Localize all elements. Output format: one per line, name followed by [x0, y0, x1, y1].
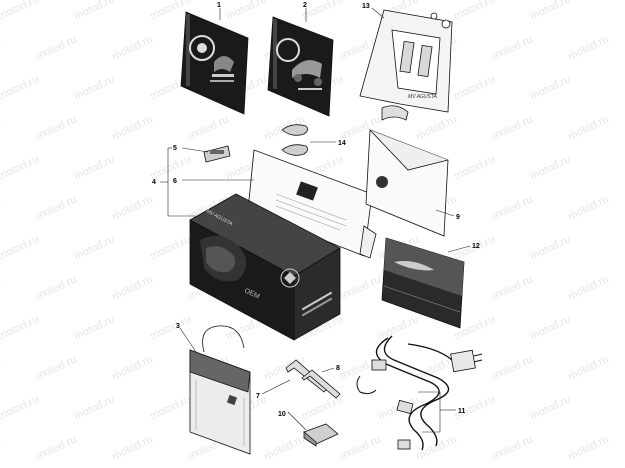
watermark-text: motod.ru	[34, 433, 78, 462]
watermark-text: motod.ru	[0, 73, 41, 102]
watermark-text: motod.ru	[0, 0, 41, 23]
watermark-text: motod.ru	[262, 433, 306, 462]
callout-12: 12	[472, 243, 480, 250]
callout-numbers: 1 2 3 4 5 6 7 8 9 10 11 12 13 14	[152, 2, 480, 418]
callout-8: 8	[336, 365, 340, 372]
callout-13: 13	[362, 3, 370, 10]
watermark-text: motod.ru	[300, 393, 344, 422]
watermark-text: motod.ru	[528, 313, 572, 342]
watermark-text: motod.ru	[528, 393, 572, 422]
watermark-text: motod.ru	[566, 433, 610, 462]
watermark-text: motod.ru	[186, 113, 230, 142]
watermark-text: motod.ru	[0, 193, 3, 222]
small-part-10	[303, 423, 339, 447]
charger-cable-11	[356, 335, 483, 451]
watermark-text: motod.ru	[110, 273, 154, 302]
watermark-text: motod.ru	[110, 33, 154, 62]
callout-7: 7	[256, 393, 260, 400]
watermark-text: motod.ru	[528, 233, 572, 262]
watermark-text: motod.ru	[338, 433, 382, 462]
watermark-text: motod.ru	[148, 233, 192, 262]
watermark-text: motod.ru	[452, 73, 496, 102]
info-card-12	[381, 237, 465, 329]
watermark-text: motod.ru	[528, 153, 572, 182]
callout-6: 6	[173, 178, 177, 185]
watermark-text: motod.ru	[490, 433, 534, 462]
owners-manual-1	[180, 11, 249, 115]
badge-5	[203, 145, 231, 163]
callout-9: 9	[456, 214, 460, 221]
watermark-text: motod.ru	[528, 73, 572, 102]
watermark-text: motod.ru	[490, 353, 534, 382]
watermark-text: motod.ru	[566, 193, 610, 222]
tool-pouch-3	[189, 325, 251, 455]
watermark-text: motod.ru	[0, 433, 3, 462]
watermark-text: motod.ru	[0, 33, 3, 62]
watermark-text: motod.ru	[0, 153, 41, 182]
watermark-text: motod.ru	[34, 273, 78, 302]
watermark-text: motod.ru	[0, 353, 3, 382]
document-envelope-9	[365, 129, 449, 237]
watermark-text: motod.ru	[34, 33, 78, 62]
callout-3: 3	[176, 323, 180, 330]
hex-keys-7-8	[285, 359, 341, 399]
watermark-text: motod.ru	[338, 273, 382, 302]
watermark-text: motod.ru	[110, 113, 154, 142]
callout-2: 2	[303, 2, 307, 9]
watermark-text: motod.ru	[566, 353, 610, 382]
watermark-text: motod.ru	[224, 0, 268, 23]
watermark-text: motod.ru	[34, 193, 78, 222]
watermark-text: motod.ru	[566, 33, 610, 62]
watermark-text: motod.ru	[452, 0, 496, 23]
watermark-text: motod.ru	[566, 273, 610, 302]
watermark-text: motod.ru	[0, 313, 41, 342]
leader-lines	[160, 7, 471, 433]
watermark-text: motod.ru	[110, 193, 154, 222]
watermark-text: motod.ru	[376, 313, 420, 342]
watermark-text: motod.ru	[414, 113, 458, 142]
callout-11: 11	[458, 408, 466, 415]
watermark-text: motod.ru	[72, 153, 116, 182]
watermark-text: motod.ru	[110, 353, 154, 382]
callout-14: 14	[338, 140, 346, 147]
watermark-text: motod.ru	[452, 153, 496, 182]
watermark-text: motod.ru	[34, 353, 78, 382]
watermark-text: motod.ru	[72, 233, 116, 262]
manual-2	[267, 16, 334, 117]
callout-10: 10	[278, 411, 286, 418]
key-tags-14	[281, 124, 308, 156]
watermark-text: motod.ru	[490, 193, 534, 222]
watermark-text: motod.ru	[0, 233, 41, 262]
watermark-text: motod.ru	[72, 0, 116, 23]
callout-5: 5	[173, 145, 177, 152]
watermark-text: motod.ru	[72, 393, 116, 422]
callout-4: 4	[152, 179, 156, 186]
watermark-text: motod.ru	[566, 113, 610, 142]
bracket-brand-text: MV AGUSTA	[408, 94, 438, 100]
watermark-text: motod.ru	[490, 273, 534, 302]
watermark-text: motod.ru	[490, 33, 534, 62]
watermark-text: motod.ru	[110, 433, 154, 462]
watermark-text: motod.ru	[0, 273, 3, 302]
watermark-text: motod.ru	[72, 73, 116, 102]
product-box-4: OEM MV AGUSTA	[189, 193, 341, 341]
certificate-6	[247, 149, 377, 259]
bracket-plate-13: MV AGUSTA	[359, 9, 453, 121]
watermark-text: motod.ru	[0, 113, 3, 142]
watermark-text: motod.ru	[490, 113, 534, 142]
callout-1: 1	[217, 2, 221, 9]
watermark-text: motod.ru	[0, 393, 41, 422]
watermark-text: motod.ru	[148, 393, 192, 422]
watermark-text: motod.ru	[528, 0, 572, 23]
watermark-text: motod.ru	[148, 313, 192, 342]
watermark-text: motod.ru	[72, 313, 116, 342]
watermark-text: motod.ru	[34, 113, 78, 142]
